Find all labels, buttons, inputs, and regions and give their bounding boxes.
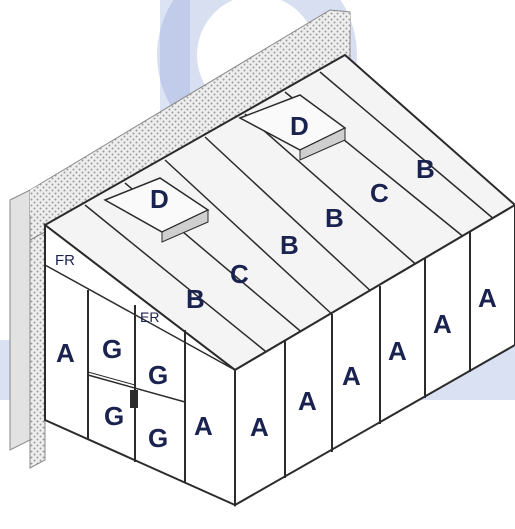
back-wall — [9, 9, 351, 469]
label-front-g-4: G — [148, 423, 168, 453]
roof-vent-front — [103, 177, 210, 243]
roof — [43, 53, 515, 372]
front-wall — [44, 222, 236, 507]
label-front-g-1: G — [102, 334, 122, 364]
label-side-a-2: A — [298, 386, 317, 416]
label-er: ER — [140, 309, 159, 325]
front-labels: FR ER A G G G G A — [55, 252, 213, 453]
label-fr: FR — [55, 252, 75, 269]
label-side-a-4: A — [388, 336, 407, 366]
side-wall — [234, 203, 515, 507]
side-labels: A A A A A A — [250, 283, 497, 442]
door — [130, 390, 138, 408]
label-roof-b-4: B — [416, 154, 435, 184]
label-d-back-vent: D — [290, 111, 309, 141]
label-roof-c-1: C — [230, 259, 249, 289]
label-side-a-5: A — [433, 309, 452, 339]
label-roof-b-3: B — [325, 203, 344, 233]
label-side-a-6: A — [478, 283, 497, 313]
label-roof-b-1: B — [186, 284, 205, 314]
label-front-g-2: G — [148, 360, 168, 390]
label-front-a-left: A — [56, 338, 75, 368]
label-roof-b-2: B — [280, 230, 299, 260]
label-front-g-3: G — [104, 401, 124, 431]
label-side-a-1: A — [250, 412, 269, 442]
roof-vent-back — [238, 94, 347, 161]
label-side-a-3: A — [342, 361, 361, 391]
label-front-a-door: A — [194, 411, 213, 441]
label-d-front-vent: D — [150, 184, 169, 214]
roof-labels: D D B C B B C B — [150, 111, 435, 314]
label-roof-c-2: C — [370, 178, 389, 208]
